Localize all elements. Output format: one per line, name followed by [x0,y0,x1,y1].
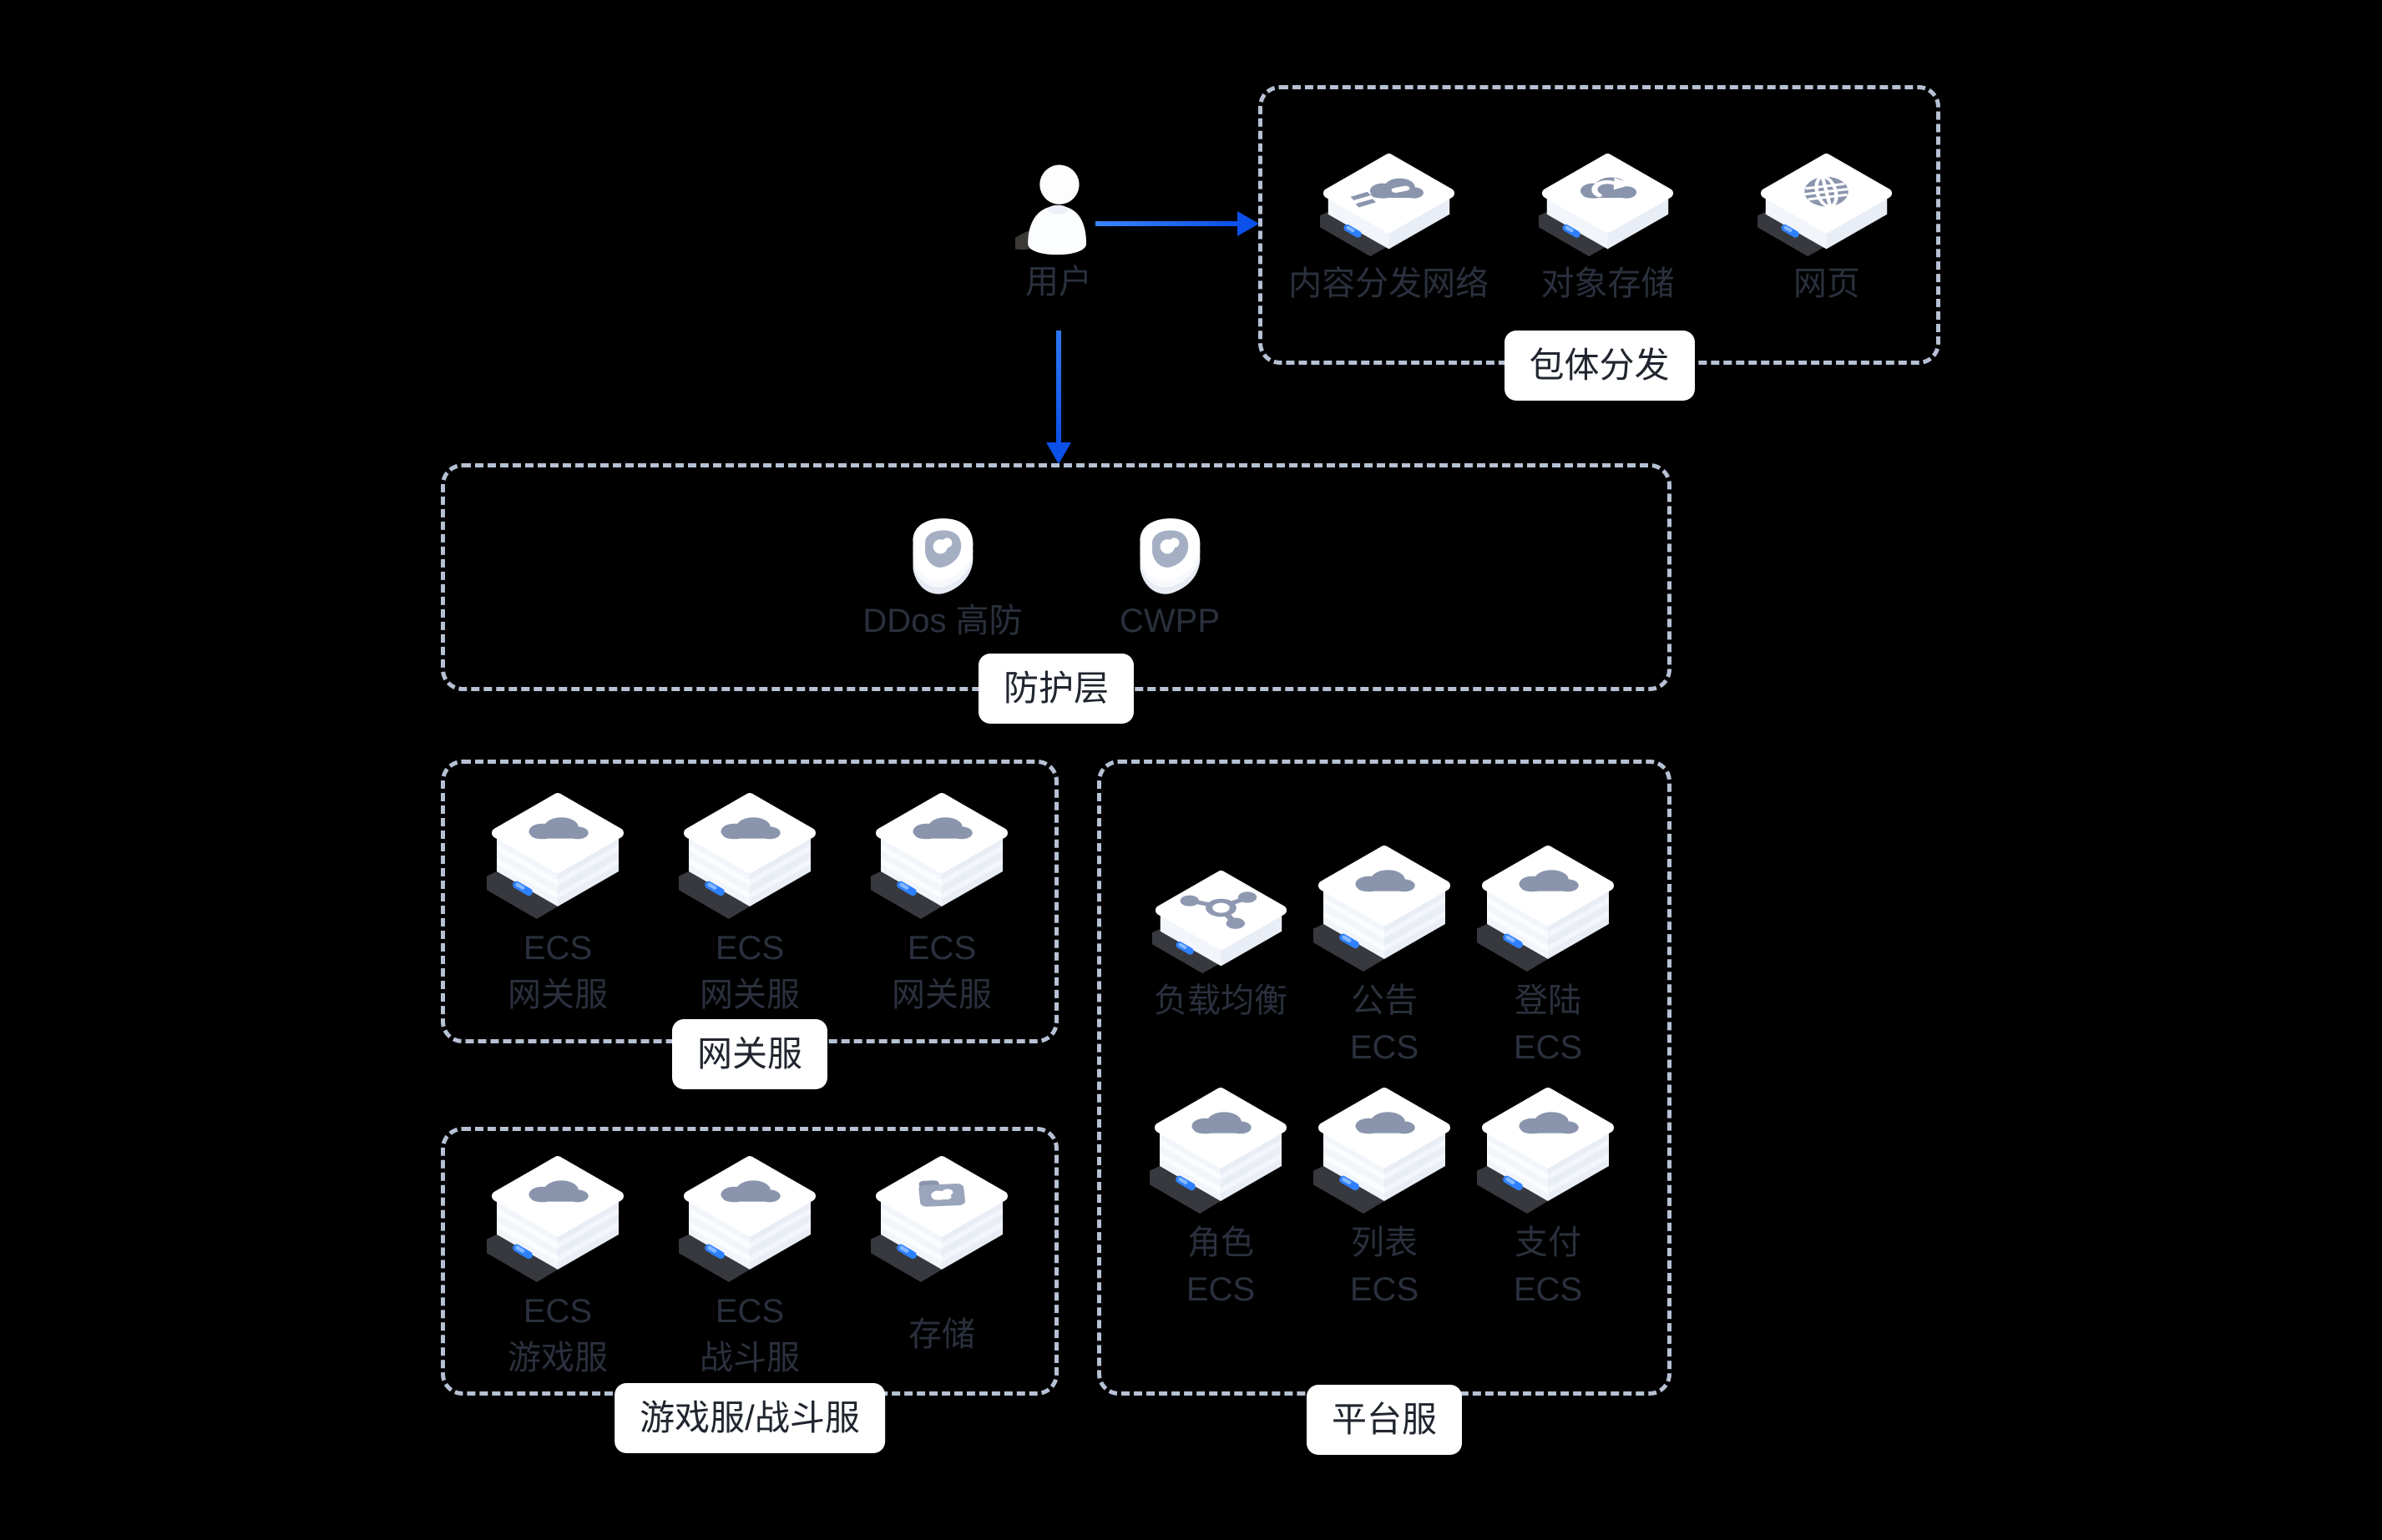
ecs-server-icon [487,791,629,925]
arrow-user-to-protection-layer [1044,331,1074,464]
ddos-shield-icon [913,518,974,594]
announce-label-line2: ECS [1349,1029,1419,1066]
list-ecs-item: 列表 ECS [1302,1071,1466,1313]
game-battle-title: 游戏服/战斗服 [614,1383,885,1453]
gateway-ecs-item: ECS 网关服 [654,764,846,1018]
user-label: 用户 [1025,264,1092,300]
user: 用户 [1009,159,1109,302]
announce-label-line1: 公告 [1351,982,1418,1019]
ecs-server-icon [1477,844,1619,977]
role-ecs-item: 角色 ECS [1139,1071,1302,1313]
platform-title: 平台服 [1306,1385,1463,1455]
battle-ecs-item: ECS 战斗服 [654,1131,846,1381]
storage-server-icon [871,1154,1013,1288]
gateway-title: 网关服 [671,1019,828,1089]
cwpp-item: CWPP [1056,467,1283,644]
ecs-server-icon [1477,1086,1619,1219]
ecs-server-icon [1150,1086,1292,1219]
object-storage-item: 对象存储 [1498,89,1717,307]
platform-group: 负载均衡 公告 ECS 登陆 ECS [1097,760,1671,1455]
cdn-item: 内容分发网络 [1279,89,1498,307]
storage-item: 存储 [846,1131,1038,1381]
load-balancer-item: 负载均衡 [1139,764,1302,1071]
ecs-server-icon [871,791,1013,925]
announce-ecs-item: 公告 ECS [1302,764,1466,1071]
package-distribution-title: 包体分发 [1504,331,1695,401]
battle-ecs-label-line2: 战斗服 [700,1340,800,1376]
webpage-item: 网页 [1717,89,1936,307]
cwpp-label: CWPP [1120,603,1220,639]
battle-ecs-label-line1: ECS [715,1293,785,1330]
load-balancer-icon [1152,871,1290,977]
ddos-item: DDos 高防 [829,467,1056,644]
cwpp-shield-icon [1140,518,1201,594]
gateway-ecs-label-line2: 网关服 [700,977,800,1013]
ecs-server-icon [679,1154,821,1288]
protection-layer-title: 防护层 [978,654,1135,724]
gateway-ecs-label-line2: 网关服 [892,977,992,1013]
gateway-ecs-item: ECS 网关服 [846,764,1038,1018]
login-ecs-item: 登陆 ECS [1466,764,1630,1071]
ecs-server-icon [1313,844,1455,977]
ddos-label: DDos 高防 [862,603,1023,639]
gateway-ecs-label-line1: ECS [715,930,785,967]
protection-layer-group: DDos 高防 CWPP 防护层 [441,463,1671,724]
ecs-server-icon [679,791,821,925]
gateway-ecs-label-line1: ECS [523,930,593,967]
gateway-ecs-label-line2: 网关服 [508,977,608,1013]
game-ecs-label-line1: ECS [523,1293,593,1330]
package-distribution-group: 内容分发网络 对象存储 网页 包体分发 [1258,85,1940,401]
object-storage-label: 对象存储 [1540,265,1675,302]
list-label-line1: 列表 [1351,1224,1418,1261]
game-battle-group: ECS 游戏服 ECS 战斗服 存储 [441,1127,1059,1453]
ecs-server-icon [1313,1086,1455,1219]
game-ecs-item: ECS 游戏服 [462,1131,654,1381]
game-ecs-label-line2: 游戏服 [508,1340,608,1376]
login-label-line2: ECS [1513,1029,1583,1066]
pay-label-line2: ECS [1513,1271,1583,1308]
arrow-user-to-package-distribution [1095,209,1259,239]
gateway-group: ECS 网关服 ECS 网关服 ECS 网关服 [441,760,1059,1089]
webpage-icon [1757,154,1895,260]
user-icon [1015,164,1087,255]
storage-label: 存储 [908,1316,975,1353]
cdn-label: 内容分发网络 [1288,265,1489,302]
load-balancer-label: 负载均衡 [1154,982,1287,1019]
role-label-line1: 角色 [1187,1224,1254,1261]
cdn-icon [1320,154,1458,260]
ecs-server-icon [487,1154,629,1288]
login-label-line1: 登陆 [1515,982,1581,1019]
pay-ecs-item: 支付 ECS [1466,1071,1630,1313]
webpage-label: 网页 [1793,265,1860,302]
object-storage-icon [1539,154,1677,260]
role-label-line2: ECS [1186,1271,1256,1308]
list-label-line2: ECS [1349,1271,1419,1308]
gateway-ecs-item: ECS 网关服 [462,764,654,1018]
gateway-ecs-label-line1: ECS [907,930,977,967]
pay-label-line1: 支付 [1515,1224,1581,1261]
